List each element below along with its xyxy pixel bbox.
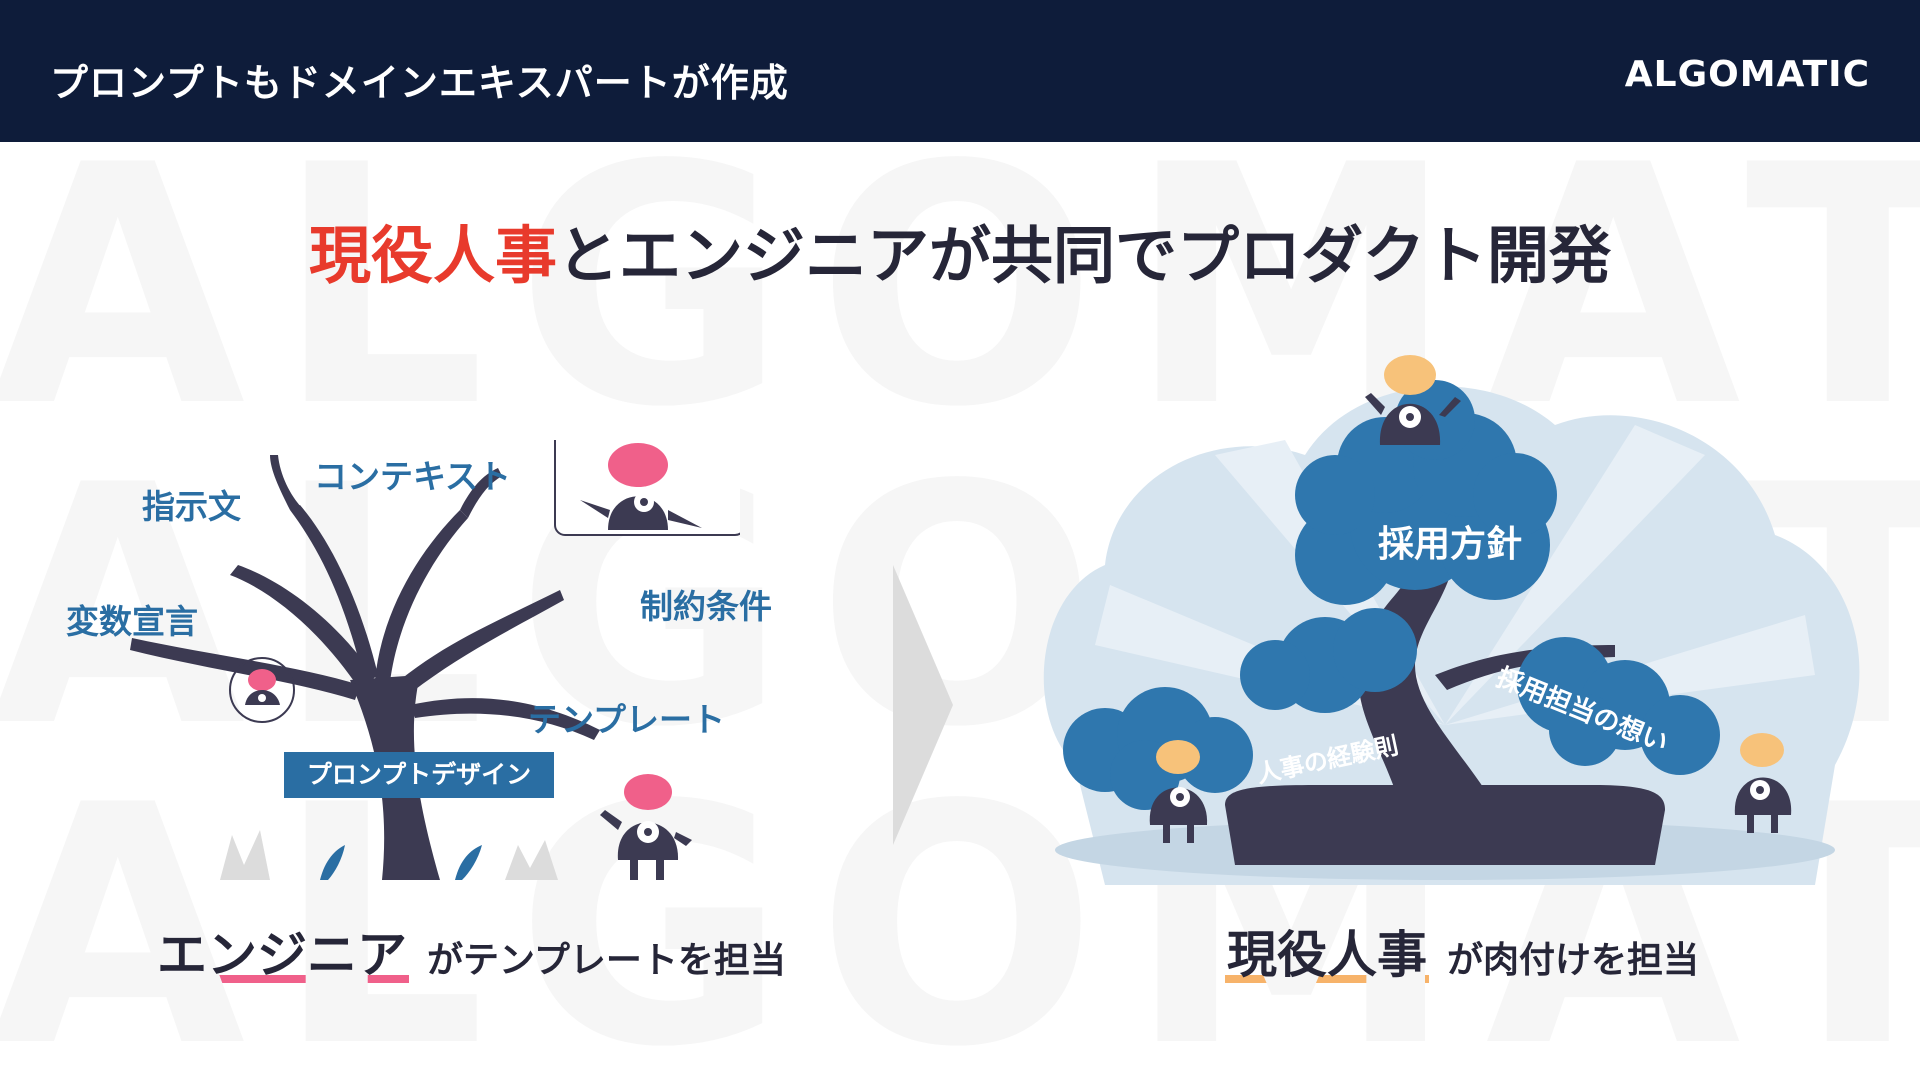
caption-engineer-small: がテンプレートを担当 — [427, 940, 786, 981]
caption-hr-small: が肉付けを担当 — [1447, 940, 1699, 981]
label-shiji: 指示文 — [142, 480, 241, 528]
caption-hr-highlight: 現役人事 — [1225, 915, 1429, 987]
slide-title: プロンプトもドメインエキスパートが作成 — [50, 52, 789, 107]
cloud-label-saiyo-hoshin: 採用方針 — [1378, 515, 1522, 567]
headline: 現役人事とエンジニアが共同でプロダクト開発 — [0, 205, 1920, 295]
caption-hr-big: 現役人事 — [1227, 926, 1427, 984]
algomatic-logo: ALGOMATIC — [1625, 54, 1870, 95]
header-bar: プロンプトもドメインエキスパートが作成 ALGOMATIC — [0, 0, 1920, 142]
bonsai-tree-illustration — [1015, 345, 1875, 885]
label-seiyaku: 制約条件 — [640, 580, 772, 628]
caption-engineer-highlight: エンジニア — [155, 915, 409, 987]
headline-rest: とエンジニアが共同でプロダクト開発 — [557, 219, 1611, 292]
label-context: コンテキスト — [314, 450, 511, 498]
chevron-right-icon — [893, 565, 953, 845]
prompt-design-badge: プロンプトデザイン — [284, 752, 554, 798]
caption-engineer-big: エンジニア — [157, 926, 407, 984]
caption-hr: 現役人事が肉付けを担当 — [1225, 915, 1699, 987]
headline-highlight: 現役人事 — [309, 219, 557, 292]
label-hensu: 変数宣言 — [66, 595, 198, 643]
label-template: テンプレート — [528, 693, 725, 741]
caption-engineer: エンジニアがテンプレートを担当 — [155, 915, 786, 987]
